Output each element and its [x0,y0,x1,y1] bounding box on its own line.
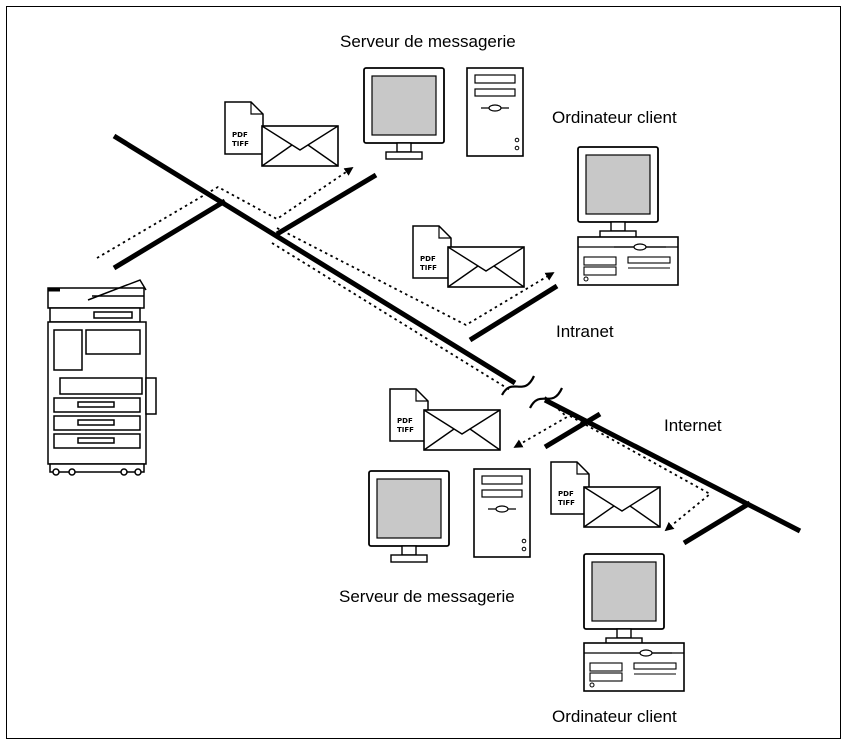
mail-server-top [363,67,524,160]
path-to-mail-server-top [96,166,354,259]
client-computer-top [577,146,679,286]
mail-server-bottom-branch [543,411,602,450]
monitor-icon [583,553,665,646]
label-mail-server-top: Serveur de messagerie [340,32,516,51]
mail-server-top-branch [275,172,378,237]
desktop-unit-icon [583,642,685,692]
network-lines [112,133,802,546]
path-to-client-top [276,227,555,327]
label-intranet: Intranet [556,322,614,341]
attachment-2: PDF TIFF [412,225,525,288]
attachment-3: PDF TIFF [389,388,501,451]
label-mail-server-bottom: Serveur de messagerie [339,587,515,606]
attachment-1: PDF TIFF [224,101,339,167]
envelope-icon [423,409,501,451]
path-to-client-bottom [569,415,712,532]
doc-type-pdf: PDF [232,131,248,139]
doc-type-tiff: TIFF [397,426,414,434]
envelope-icon [447,246,525,288]
doc-type-tiff: TIFF [558,499,575,507]
client-computer-bottom [583,553,685,692]
monitor-icon [363,67,445,160]
transfer-paths [96,166,712,532]
desktop-unit-icon [577,236,679,286]
printer-branch [112,198,227,271]
mail-server-bottom [368,468,531,563]
tower-icon [466,67,524,157]
label-client-bottom: Ordinateur client [552,707,677,726]
monitor-icon [577,146,659,239]
mfp-printer-icon [47,279,157,476]
label-client-top: Ordinateur client [552,108,677,127]
attachment-4: PDF TIFF [550,461,661,528]
doc-type-pdf: PDF [558,490,574,498]
label-internet: Internet [664,416,722,435]
diagram-frame [6,6,841,739]
doc-type-pdf: PDF [420,255,436,263]
path-to-internet [271,242,511,391]
tower-icon [473,468,531,558]
doc-type-tiff: TIFF [232,140,249,148]
monitor-icon [368,470,450,563]
doc-type-pdf: PDF [397,417,413,425]
doc-type-tiff: TIFF [420,264,437,272]
client-top-branch [468,283,559,343]
envelope-icon [583,486,661,528]
intranet-backbone [112,133,517,386]
envelope-icon [261,125,339,167]
client-bottom-branch [682,500,752,546]
